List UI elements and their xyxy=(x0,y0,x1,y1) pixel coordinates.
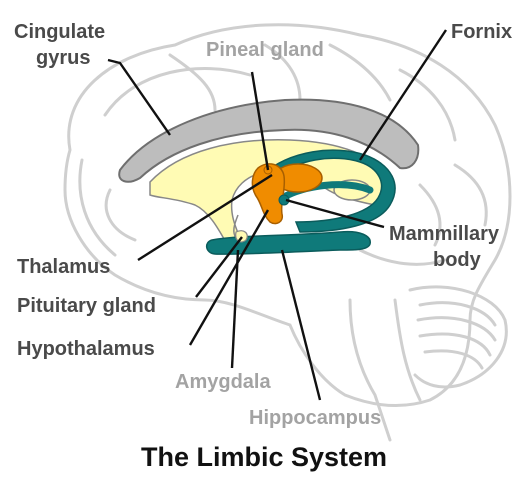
label-mammillary-1: Mammillary xyxy=(389,223,500,245)
label-fornix: Fornix xyxy=(451,21,512,43)
label-cingulate-1: Cingulate xyxy=(14,21,105,43)
label-amygdala: Amygdala xyxy=(175,371,271,393)
diagram-title: The Limbic System xyxy=(141,442,387,472)
label-hypothalamus: Hypothalamus xyxy=(17,338,155,360)
label-mammillary-2: body xyxy=(433,249,482,271)
label-hippocampus: Hippocampus xyxy=(249,407,381,429)
pituitary-gland-shape xyxy=(236,231,248,242)
leader-cingulate xyxy=(108,60,170,135)
label-cingulate-2: gyrus xyxy=(36,47,90,69)
label-pineal-gland: Pineal gland xyxy=(206,39,324,61)
label-pituitary-gland: Pituitary gland xyxy=(17,295,156,317)
label-thalamus: Thalamus xyxy=(17,256,110,278)
